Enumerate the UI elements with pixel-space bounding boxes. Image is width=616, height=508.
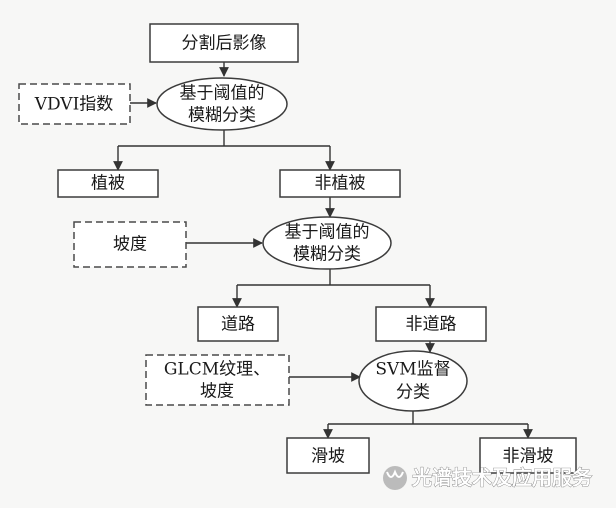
node-svm-classification: SVM监督 分类 xyxy=(358,350,468,412)
edges xyxy=(113,62,533,439)
segmented-image-label: 分割后影像 xyxy=(182,34,267,54)
node-landslide: 滑坡 xyxy=(286,437,370,474)
non-road-label: 非道路 xyxy=(406,315,457,335)
fuzzy1-label-line1: 基于阈值的 xyxy=(180,84,265,104)
node-vegetation: 植被 xyxy=(57,169,159,198)
slope-label: 坡度 xyxy=(113,235,147,255)
vegetation-label: 植被 xyxy=(91,174,125,194)
svm-label-line1: SVM监督 xyxy=(375,360,450,380)
node-fuzzy-classification-1: 基于阈值的 模糊分类 xyxy=(156,77,288,131)
wechat-channel-icon xyxy=(383,466,407,490)
watermark: 光谱技术及应用服务 xyxy=(383,465,593,490)
node-slope: 坡度 xyxy=(73,221,187,268)
node-glcm-texture-slope: GLCM纹理、 坡度 xyxy=(145,354,290,406)
vdvi-index-label: VDVI指数 xyxy=(34,95,114,115)
fuzzy1-label-line2: 模糊分类 xyxy=(188,106,256,126)
svm-label-line2: 分类 xyxy=(396,383,430,403)
watermark-text: 光谱技术及应用服务 xyxy=(411,466,593,490)
glcm-label-line2: 坡度 xyxy=(200,382,234,402)
node-vdvi-index: VDVI指数 xyxy=(18,83,131,125)
road-label: 道路 xyxy=(221,315,255,335)
node-segmented-image: 分割后影像 xyxy=(149,23,299,63)
node-road: 道路 xyxy=(197,306,279,342)
fuzzy2-label-line2: 模糊分类 xyxy=(293,245,361,265)
node-non-road: 非道路 xyxy=(375,306,487,342)
non-vegetation-label: 非植被 xyxy=(315,174,366,194)
landslide-label: 滑坡 xyxy=(311,447,345,467)
fuzzy2-label-line1: 基于阈值的 xyxy=(285,223,370,243)
node-fuzzy-classification-2: 基于阈值的 模糊分类 xyxy=(262,216,392,270)
non-landslide-label: 非滑坡 xyxy=(503,447,554,467)
glcm-label-line1: GLCM纹理、 xyxy=(164,360,270,380)
node-non-landslide: 非滑坡 xyxy=(479,437,577,474)
node-non-vegetation: 非植被 xyxy=(279,169,401,198)
